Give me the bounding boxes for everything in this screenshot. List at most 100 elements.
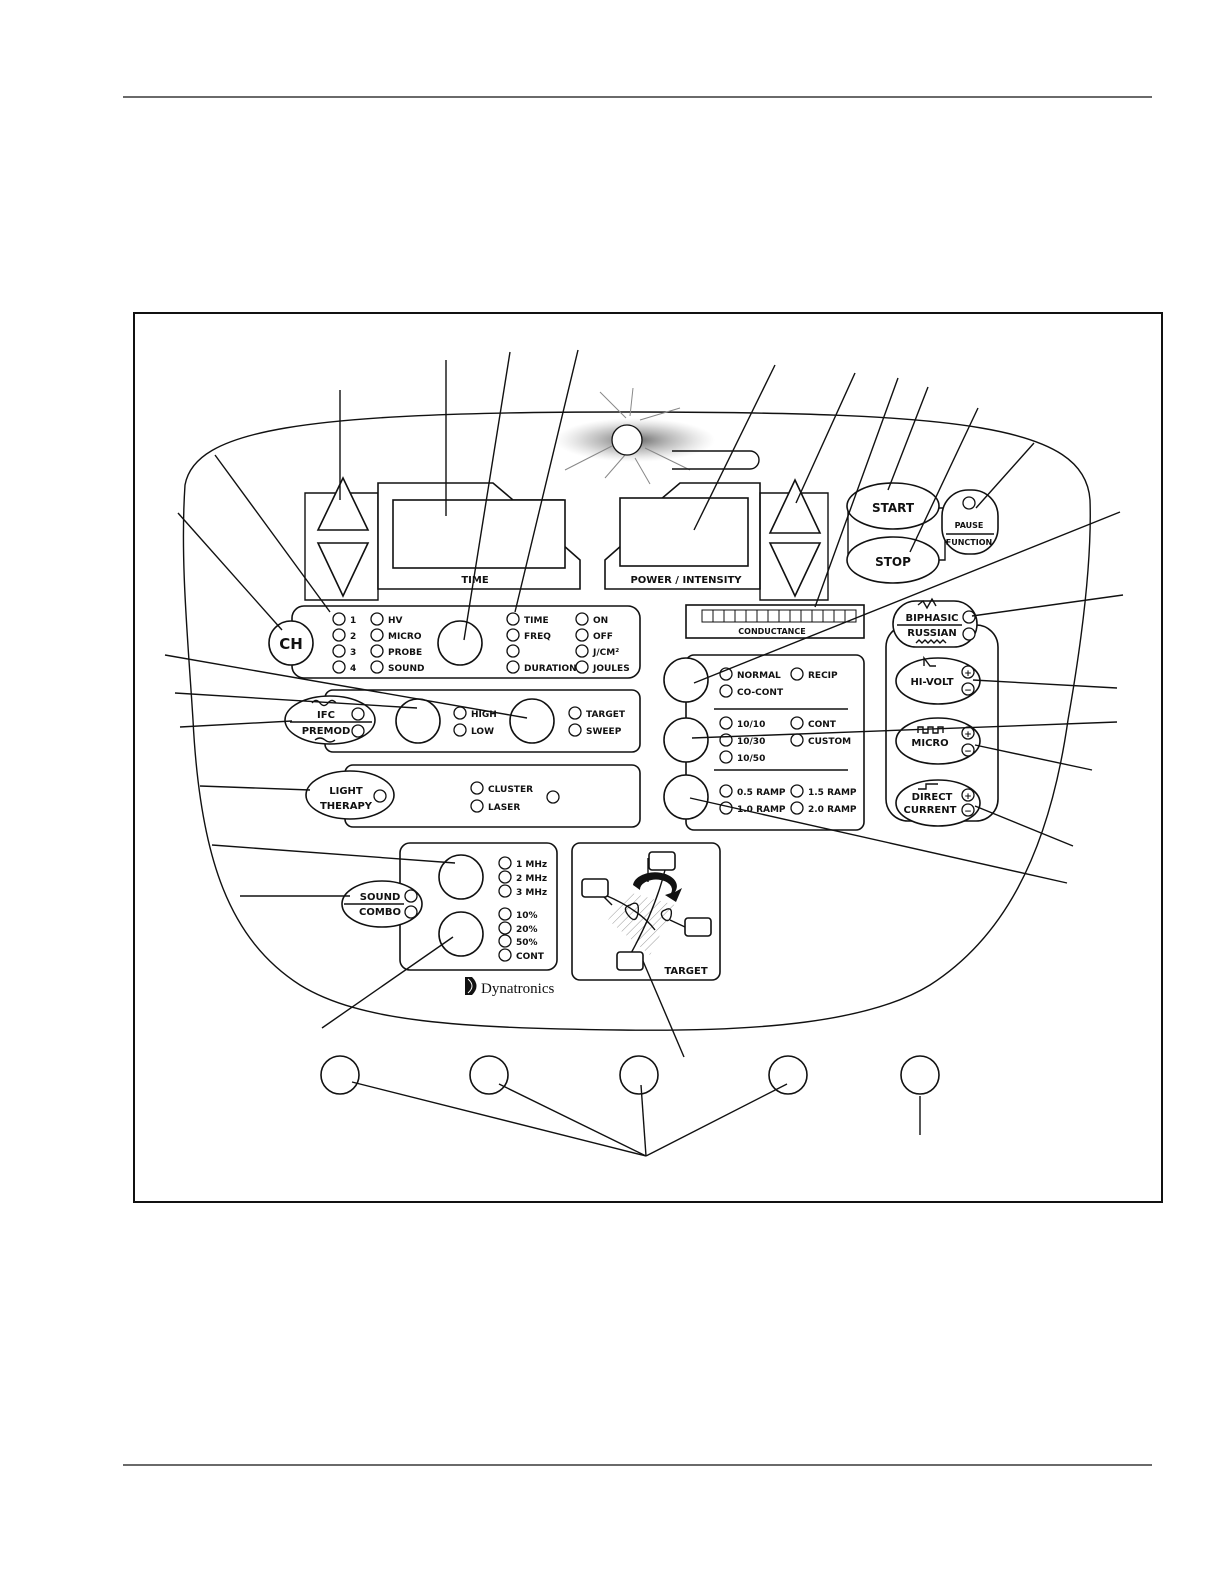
channel-1-connector[interactable] (320, 1055, 360, 1095)
ifc-wave-icon (311, 699, 337, 707)
micro-wave-icon (917, 726, 944, 734)
state-led-1 (575, 612, 589, 626)
power-display-label: POWER / INTENSITY (630, 575, 742, 586)
state-label-4: JOULES (592, 664, 630, 674)
state-led-3 (575, 644, 589, 658)
conductance-cell (789, 609, 802, 623)
direct-current-button[interactable] (895, 779, 981, 827)
premod-led (351, 724, 365, 738)
conductance-cell (745, 609, 758, 623)
power-indicator-light (611, 424, 643, 456)
time-down-arrow-icon[interactable] (316, 542, 370, 598)
mode-select-knob[interactable] (437, 620, 483, 666)
vector-led-3 (719, 684, 733, 698)
power-up-arrow-icon[interactable] (768, 478, 822, 534)
pause-function-button[interactable] (941, 489, 999, 555)
conductance-cell (844, 609, 857, 623)
vector-led-2 (790, 667, 804, 681)
channel-3-connector[interactable] (619, 1055, 659, 1095)
hi-volt-label: HI-VOLT (910, 677, 953, 688)
cycle-knob[interactable] (663, 717, 709, 763)
duty-led-1 (498, 907, 512, 921)
ch-label: CH (279, 635, 303, 653)
ramp-label-4: 2.0 RAMP (808, 805, 857, 815)
biphasic-russian-button[interactable] (892, 600, 978, 648)
premod-wave-icon (314, 737, 336, 743)
hi-volt-plus-sign: + (964, 669, 972, 679)
state-label-3: J/CM² (592, 648, 619, 658)
channel-label-3: 3 (350, 648, 356, 658)
cycle-label-1: 10/10 (737, 720, 765, 730)
ifc-led-1 (453, 706, 467, 720)
conductance-cell (833, 609, 846, 623)
russian-label: RUSSIAN (907, 628, 957, 639)
frequency-knob[interactable] (438, 854, 484, 900)
dynatronics-logo-icon (465, 977, 477, 995)
sound-led (404, 889, 418, 903)
brand-name: Dynatronics (481, 981, 554, 997)
console-outline (182, 411, 1091, 1031)
callout-leader-lines (164, 349, 1124, 1157)
start-button[interactable] (846, 482, 940, 530)
duty-label-1: 10% (516, 911, 538, 921)
ramp-label-3: 1.0 RAMP (737, 805, 786, 815)
direct-current-wave-icon (918, 783, 938, 790)
target-sweep-knob[interactable] (509, 698, 555, 744)
vector-knob[interactable] (663, 657, 709, 703)
pause-label: PAUSE (955, 521, 984, 530)
channel-4-connector[interactable] (768, 1055, 808, 1095)
duty-cycle-knob[interactable] (438, 911, 484, 957)
target-led-1 (568, 706, 582, 720)
ifc-label-2: LOW (471, 727, 494, 737)
time-display-screen (392, 499, 566, 569)
target-electrode-diagram-icon (601, 858, 686, 956)
cycle-led-5 (719, 750, 733, 764)
cycle-label-4: CUSTOM (808, 737, 851, 747)
electrode-pad-bottom (616, 951, 644, 971)
light-label-2: LASER (488, 803, 520, 813)
conductance-cell (701, 609, 714, 623)
mode-led-4 (370, 660, 384, 674)
function-label: FUNCTION (946, 538, 992, 547)
state-led-4 (575, 660, 589, 674)
ramp-knob[interactable] (663, 774, 709, 820)
direct-plus-sign: + (964, 792, 972, 802)
channel-led-3 (332, 644, 346, 658)
param-led-2 (506, 628, 520, 642)
light-label: LIGHT (329, 786, 363, 797)
electrode-pad-top (648, 851, 676, 871)
param-label-4: DURATION (524, 664, 577, 674)
vector-label-3: CO-CONT (737, 688, 784, 698)
conductance-label: CONDUCTANCE (738, 627, 805, 636)
stop-label: STOP (875, 555, 911, 569)
ramp-led-3 (719, 801, 733, 815)
ifc-knob[interactable] (395, 698, 441, 744)
stop-button[interactable] (846, 536, 940, 584)
hi-volt-minus-sign: − (964, 686, 972, 696)
channel-2-connector[interactable] (469, 1055, 509, 1095)
duty-label-4: CONT (516, 952, 545, 962)
mode-led-1 (370, 612, 384, 626)
power-down-arrow-icon[interactable] (768, 542, 822, 598)
glow-rays (564, 387, 691, 485)
micro-label: MICRO (911, 738, 948, 749)
start-label: START (872, 501, 915, 515)
target-label-2: SWEEP (586, 727, 622, 737)
conductance-cell (811, 609, 824, 623)
channel-label-4: 4 (350, 664, 356, 674)
direct-minus-sign: − (964, 807, 972, 817)
probe-connector[interactable] (900, 1055, 940, 1095)
conductance-cell (778, 609, 791, 623)
time-up-arrow-icon[interactable] (316, 476, 370, 531)
ramp-led-4 (790, 801, 804, 815)
light-therapy-button[interactable] (305, 770, 395, 820)
light-led-1 (470, 781, 484, 795)
freq-led-1 (498, 856, 512, 870)
freq-label-2: 2 MHz (516, 874, 547, 884)
premod-label: PREMOD (302, 726, 351, 737)
duty-led-2 (498, 921, 512, 935)
ch-button[interactable] (268, 620, 314, 666)
